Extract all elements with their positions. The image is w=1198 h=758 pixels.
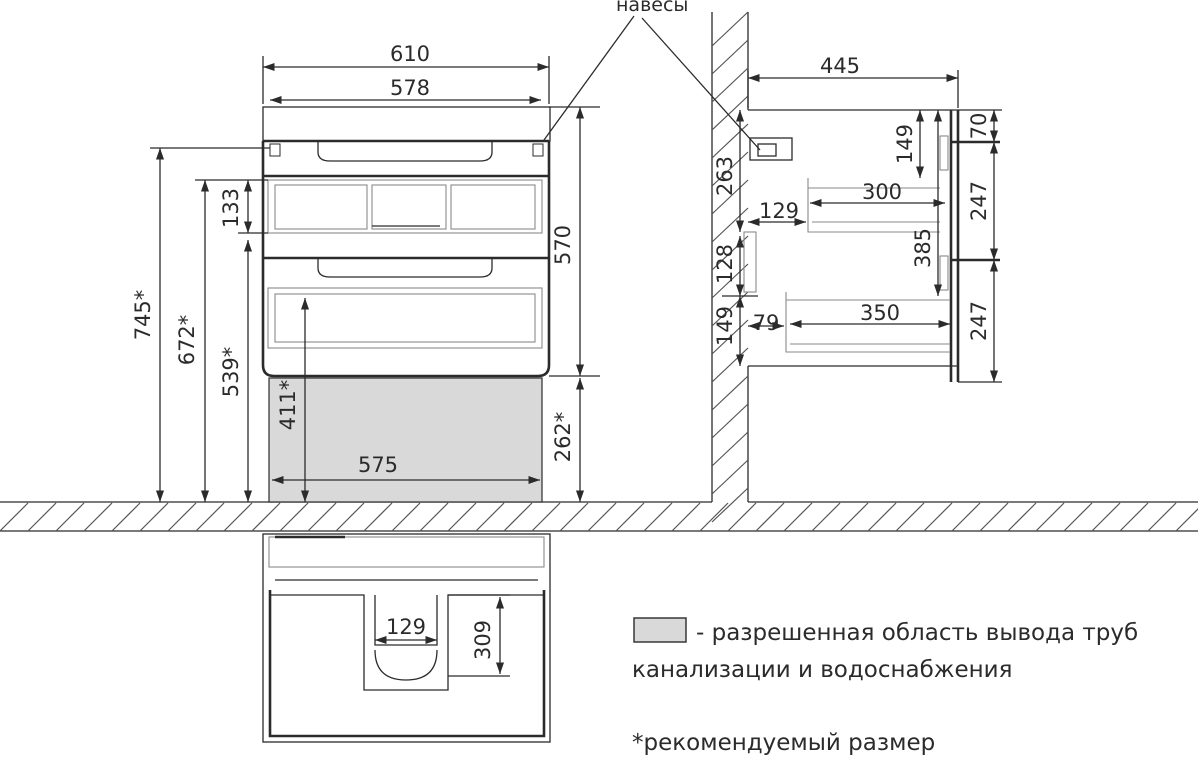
hatch-line [699, 502, 729, 532]
hatch-line [83, 502, 113, 532]
hatch-line [979, 502, 1009, 532]
legend: - разрешенная область вывода труб канали… [632, 617, 1138, 756]
legend-note: *рекомендуемый размер [632, 730, 935, 756]
dim-578: 578 [390, 76, 430, 100]
hatch-line [587, 502, 617, 532]
hatch-line [1147, 502, 1177, 532]
hatch-line [895, 502, 925, 532]
dim-300: 300 [862, 180, 902, 204]
hatch-line [711, 11, 749, 47]
hatch-line [711, 39, 749, 75]
floor-section [0, 501, 1198, 532]
legend-line-1: - разрешенная область вывода труб [696, 620, 1138, 646]
hinge-left [269, 143, 281, 157]
hatch-line [475, 502, 505, 532]
hatch-line [559, 502, 589, 532]
hatch-line [923, 502, 953, 532]
hatch-line [335, 502, 365, 532]
dim-539: 539* [219, 347, 243, 398]
side-view: 445 263 128 149 149 300 129 385 79 350 7… [641, 17, 1002, 383]
hinge-right [532, 143, 544, 157]
dim-133: 133 [219, 188, 243, 228]
dim-445: 445 [820, 54, 860, 78]
hatch-line [711, 95, 749, 131]
dim-350: 350 [860, 301, 900, 325]
dim-672: 672* [175, 315, 199, 366]
hatch-line [1063, 502, 1093, 532]
hatch-line [711, 123, 749, 159]
hatch-line [951, 502, 981, 532]
lower-drawer [267, 287, 543, 349]
dim-309: 309 [471, 620, 495, 660]
hatch-line [419, 502, 449, 532]
hatch-line [755, 502, 785, 532]
dim-411: 411* [276, 380, 300, 431]
hatch-line [447, 502, 477, 532]
hatch-line [0, 502, 29, 532]
dim-70: 70 [967, 113, 991, 140]
front-view: 610 578 570 262* 745* 672* 133 539* 411*… [131, 0, 688, 503]
dim-129-side: 129 [759, 199, 799, 223]
hatch-line [615, 502, 645, 532]
dim-247-top: 247 [967, 181, 991, 221]
hatch-line [1119, 502, 1149, 532]
hatch-line [867, 502, 897, 532]
hatch-line [223, 502, 253, 532]
legend-swatch [633, 617, 687, 643]
dim-570: 570 [551, 225, 575, 265]
dim-385: 385 [911, 228, 935, 268]
hatch-line [111, 502, 141, 532]
hatch-line [1035, 502, 1065, 532]
hatch-line [139, 502, 169, 532]
hatch-line [711, 207, 749, 243]
dim-745: 745* [131, 290, 155, 341]
dim-149-low: 149 [713, 306, 737, 346]
dim-575: 575 [358, 453, 398, 477]
hatch-line [167, 502, 197, 532]
hatch-line [711, 67, 749, 103]
dim-263: 263 [713, 156, 737, 196]
hatch-line [55, 502, 85, 532]
hatch-line [391, 502, 421, 532]
dim-610: 610 [390, 42, 430, 66]
dim-129-plan: 129 [386, 615, 426, 639]
hatch-line [195, 502, 225, 532]
hatch-line [307, 502, 337, 532]
hatch-line [279, 502, 309, 532]
hatch-line [711, 487, 749, 523]
dim-79: 79 [753, 311, 780, 335]
hatch-line [711, 375, 749, 411]
hatch-line [1091, 502, 1121, 532]
hatch-line [839, 502, 869, 532]
hatch-line [643, 502, 673, 532]
floor-hatching [0, 502, 1198, 532]
pipe-zone-front [268, 377, 543, 503]
hatch-line [1007, 502, 1037, 532]
hatch-line [1175, 508, 1198, 532]
countertop [262, 106, 551, 142]
hatch-line [711, 347, 749, 383]
hatch-line [671, 502, 701, 532]
plan-view: 129 309 [262, 533, 551, 743]
hatch-line [783, 502, 813, 532]
hatch-line [711, 431, 749, 467]
hinges-label: навесы [616, 0, 688, 16]
hatch-line [503, 502, 533, 532]
hatch-line [363, 502, 393, 532]
dim-262: 262* [551, 412, 575, 463]
dim-128: 128 [713, 244, 737, 284]
hatch-line [727, 502, 757, 532]
hatch-line [251, 502, 281, 532]
hatch-line [711, 459, 749, 495]
hatch-line [711, 403, 749, 439]
dim-247-low: 247 [967, 301, 991, 341]
hatch-line [27, 502, 57, 532]
hatch-line [531, 502, 561, 532]
hatch-line [811, 502, 841, 532]
legend-line-2: канализации и водоснабжения [632, 657, 1012, 683]
upper-drawer [267, 179, 543, 234]
dim-149-top: 149 [893, 124, 917, 164]
